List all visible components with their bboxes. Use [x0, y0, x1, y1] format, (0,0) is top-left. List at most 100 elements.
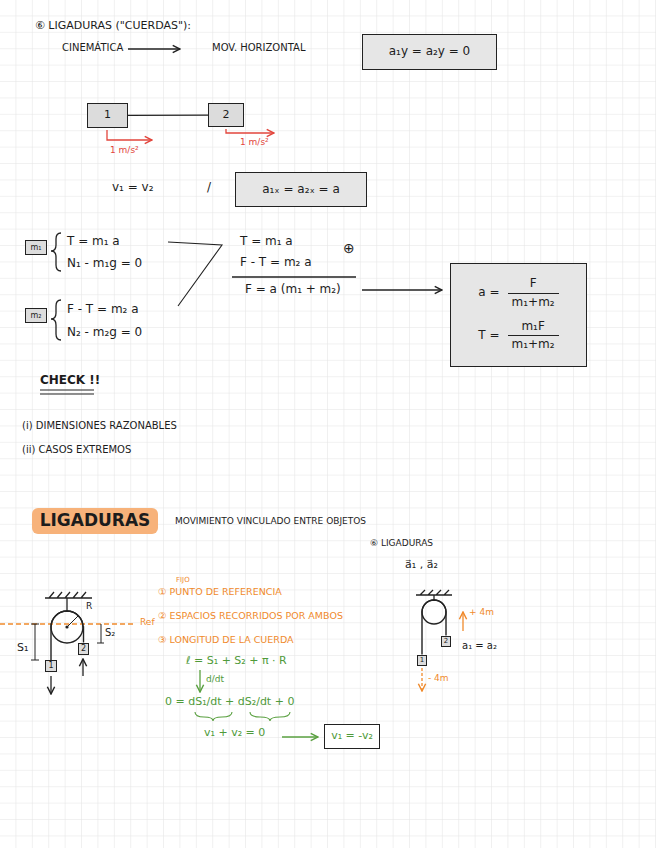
result-arrow	[282, 736, 318, 737]
ceiling	[416, 590, 452, 595]
result-arrow	[362, 289, 442, 290]
equation: T = m₁ a	[240, 235, 293, 249]
step-note: ③ LONGITUD DE LA CUERDA	[158, 635, 294, 646]
check-note: CHECK !!	[40, 374, 100, 388]
note: MOVIMIENTO VINCULADO ENTRE OBJETOS	[175, 516, 366, 526]
numerator: F	[526, 277, 541, 293]
node-text: 1	[420, 657, 424, 664]
displacement-label: - 4m	[428, 673, 449, 683]
block: 1	[45, 660, 57, 672]
reference-label: Ref	[140, 617, 155, 627]
radius-label: R	[86, 601, 92, 611]
reference-line	[0, 623, 136, 624]
dimension-label: S₁	[17, 642, 28, 655]
acceleration-arrow	[226, 129, 274, 133]
block: 1	[87, 103, 128, 128]
vector-label: a⃗₁ , a⃗₂	[405, 559, 438, 572]
brace	[51, 300, 61, 340]
radius-line	[67, 616, 78, 627]
equation: v₁ + v₂ = 0	[204, 727, 265, 740]
node-text: LIGADURAS	[40, 511, 151, 531]
node-text: 1	[48, 662, 53, 670]
separator: /	[207, 181, 211, 195]
implies-arrow	[128, 48, 180, 49]
derivative-label: d/dt	[206, 674, 224, 684]
highlight-band: LIGADURAS	[32, 508, 158, 534]
dimension-label: S₂	[105, 627, 115, 639]
block: 1	[417, 655, 427, 666]
equation: 0 = dS₁/dt + dS₂/dt + 0	[165, 696, 294, 709]
result-box: a =Fm₁+m₂T =m₁Fm₁+m₂	[450, 263, 587, 367]
node-text: a₁y = a₂y = 0	[389, 45, 471, 59]
mass-tag: m₂	[25, 308, 47, 323]
equation: T = m₁ a	[67, 235, 120, 249]
rope	[128, 114, 208, 116]
result-box: a₁y = a₂y = 0	[362, 34, 497, 70]
displacement-arrow	[421, 668, 422, 691]
brace	[51, 233, 61, 271]
sum-sign: ⊕	[343, 240, 355, 256]
denominator: m₁+m₂	[508, 335, 559, 352]
equation: N₁ - m₁g = 0	[67, 257, 142, 271]
note: MOV. HORIZONTAL	[212, 42, 305, 54]
acceleration-arrow	[107, 130, 152, 140]
dimension-line	[97, 624, 104, 643]
pulley-support	[66, 598, 67, 611]
displacement-label: + 4m	[469, 607, 494, 617]
equation: v₁ = v₂	[112, 181, 154, 195]
pulley-support	[433, 595, 434, 600]
numerator: m₁F	[517, 320, 548, 336]
node-text: 2	[223, 109, 230, 122]
brace	[195, 712, 232, 721]
note: (i) DIMENSIONES RAZONABLES	[22, 420, 177, 432]
block: 2	[208, 103, 244, 127]
double-underline	[40, 390, 94, 394]
equation: a₁ = a₂	[462, 640, 497, 652]
note: FIJO	[176, 576, 190, 584]
ceiling	[45, 592, 92, 598]
heading: ⑥ LIGADURAS ("CUERDAS"):	[35, 20, 191, 33]
displacement-arrow	[462, 612, 463, 631]
formula-text: T =	[478, 329, 499, 343]
equation: F - T = m₂ a	[240, 256, 312, 270]
formula-text: a =	[478, 286, 499, 300]
sum-bar	[232, 276, 356, 277]
equation: F = a (m₁ + m₂)	[245, 283, 341, 297]
denominator: m₁+m₂	[508, 293, 559, 310]
fraction: Fm₁+m₂	[508, 277, 559, 310]
fraction: m₁Fm₁+m₂	[508, 320, 559, 353]
step-note: ① PUNTO DE REFERENCIA	[158, 587, 282, 598]
equation: ℓ = S₁ + S₂ + π · R	[186, 655, 287, 668]
result-box: v₁ = -v₂	[324, 724, 380, 749]
equation: F - T = m₂ a	[67, 303, 139, 317]
equation: N₂ - m₂g = 0	[67, 326, 142, 340]
motion-arrow	[50, 676, 51, 694]
node-text: 1	[104, 109, 111, 122]
derivative-arrow	[199, 670, 200, 692]
motion-arrow	[82, 659, 83, 676]
acceleration-label: 1 m/s²	[240, 137, 269, 147]
node-text: m₁	[31, 244, 42, 252]
brace	[250, 712, 290, 721]
note: CINEMÁTICA	[62, 42, 123, 54]
node-text: m₂	[31, 312, 42, 320]
dimension-line	[31, 624, 39, 660]
mass-tag: m₁	[25, 240, 47, 255]
node-text: a₁ₓ = a₂ₓ = a	[262, 183, 340, 197]
node-text: 2	[81, 645, 86, 653]
block: 2	[78, 643, 89, 655]
formula-row: a = Fm₁+m₂	[478, 277, 558, 310]
step-note: ② ESPACIOS RECORRIDOS POR AMBOS	[158, 611, 343, 622]
pulley-axle	[65, 625, 68, 628]
result-box: a₁ₓ = a₂ₓ = a	[235, 172, 367, 207]
formula-row: T = m₁Fm₁+m₂	[478, 320, 558, 353]
acceleration-label: 1 m/s²	[110, 145, 139, 155]
note: (ii) CASOS EXTREMOS	[22, 444, 131, 456]
node-text: 2	[444, 638, 448, 645]
heading: ⑥ LIGADURAS	[370, 538, 433, 548]
link-line	[168, 242, 222, 306]
block: 2	[441, 636, 451, 647]
node-text: v₁ = -v₂	[331, 730, 373, 743]
